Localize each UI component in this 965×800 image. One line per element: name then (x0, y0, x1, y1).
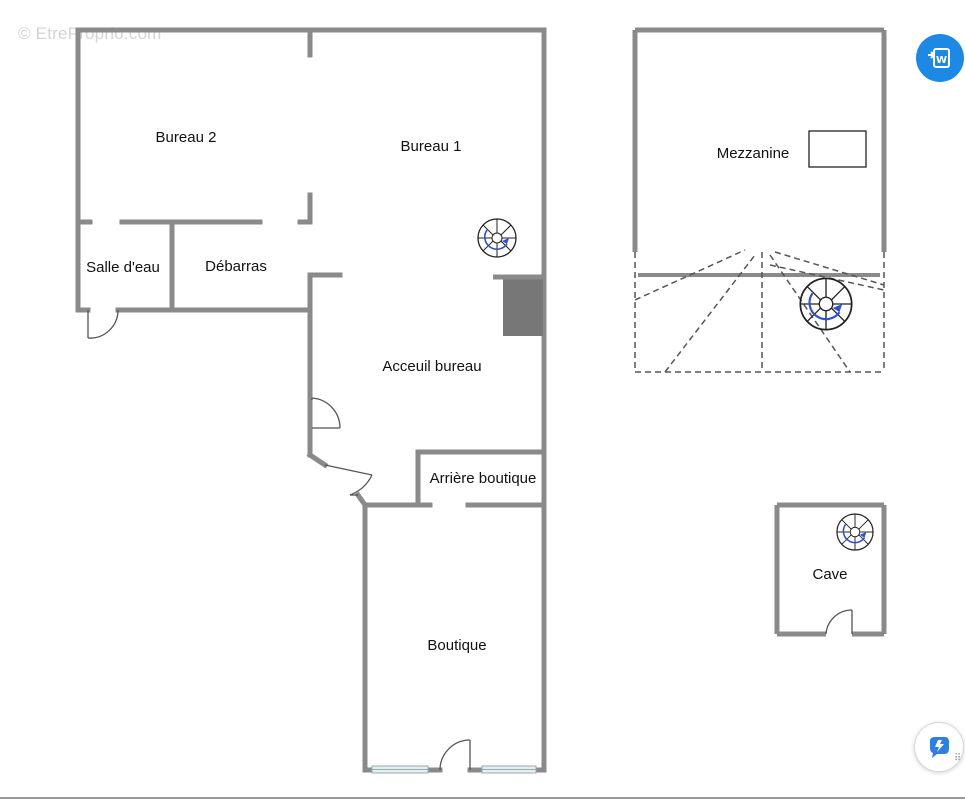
doors (87, 309, 471, 771)
room-label-cave: Cave (812, 566, 847, 583)
cave-door (825, 609, 853, 635)
mezzanine-dashed (634, 249, 885, 373)
bottom-divider (0, 797, 965, 799)
spiral-staircase-icon (799, 277, 853, 331)
walls-main (75, 27, 547, 773)
room-label-accueil: Acceuil bureau (382, 358, 481, 375)
mezzanine-fixture (808, 130, 867, 168)
room-label-bureau-1: Bureau 1 (401, 138, 462, 155)
room-label-salle-eau: Salle d'eau (86, 259, 160, 276)
room-label-arriere-boutique: Arrière boutique (430, 470, 537, 487)
spiral-staircase-icon (477, 218, 517, 258)
room-label-bureau-2: Bureau 2 (156, 129, 217, 146)
walls-mezzanine (632, 27, 887, 277)
svg-text:W: W (936, 55, 947, 66)
room-label-debarras: Débarras (205, 258, 267, 275)
assistant-icon (930, 737, 949, 758)
room-label-mezzanine: Mezzanine (717, 145, 790, 162)
word-export-button[interactable]: W (916, 34, 964, 82)
word-export-icon: W (928, 48, 950, 68)
walls-cave (774, 502, 887, 637)
room-label-boutique: Boutique (427, 637, 486, 654)
spiral-staircase-icon (836, 513, 874, 551)
pillar (503, 277, 543, 336)
drag-handle-icon[interactable]: ⠿ (954, 753, 962, 764)
assistant-button[interactable] (914, 722, 964, 772)
windows (371, 765, 537, 774)
